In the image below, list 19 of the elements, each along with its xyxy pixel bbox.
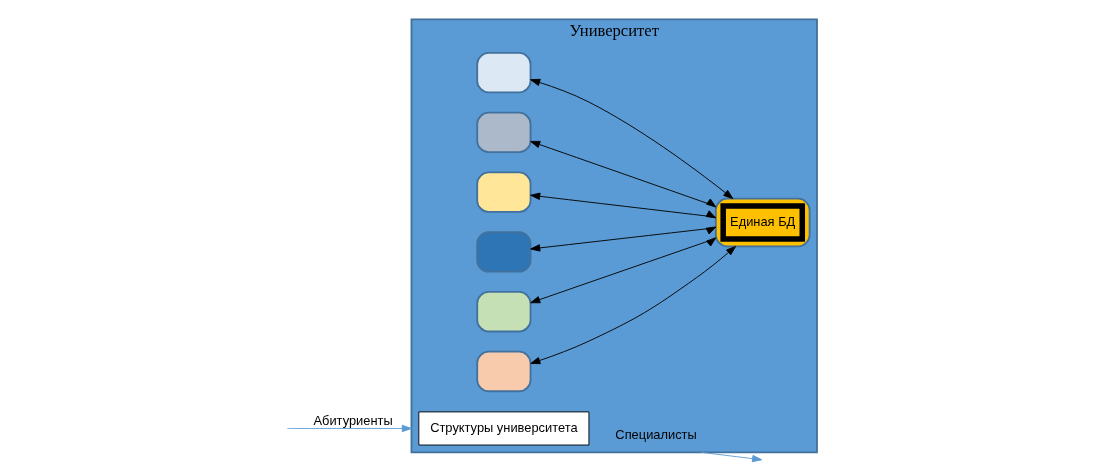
node-box — [476, 350, 532, 393]
arrow — [530, 192, 717, 219]
node-box: Единая БД — [720, 203, 805, 242]
arrow — [530, 78, 734, 200]
arrow — [530, 237, 717, 304]
node-box — [476, 111, 532, 154]
node-box — [476, 291, 532, 333]
edge-label: Абитуриенты — [313, 412, 393, 428]
arrow — [530, 245, 737, 365]
cluster — [714, 197, 811, 248]
node-box — [476, 171, 532, 213]
node-box: Структуры университета — [418, 411, 590, 446]
arrow — [530, 226, 717, 252]
node-box — [476, 51, 532, 94]
arrow — [286, 424, 412, 433]
node-box — [476, 231, 532, 273]
arrow — [700, 451, 763, 463]
edge-label: Специалисты — [615, 426, 697, 442]
arrow — [530, 140, 717, 208]
